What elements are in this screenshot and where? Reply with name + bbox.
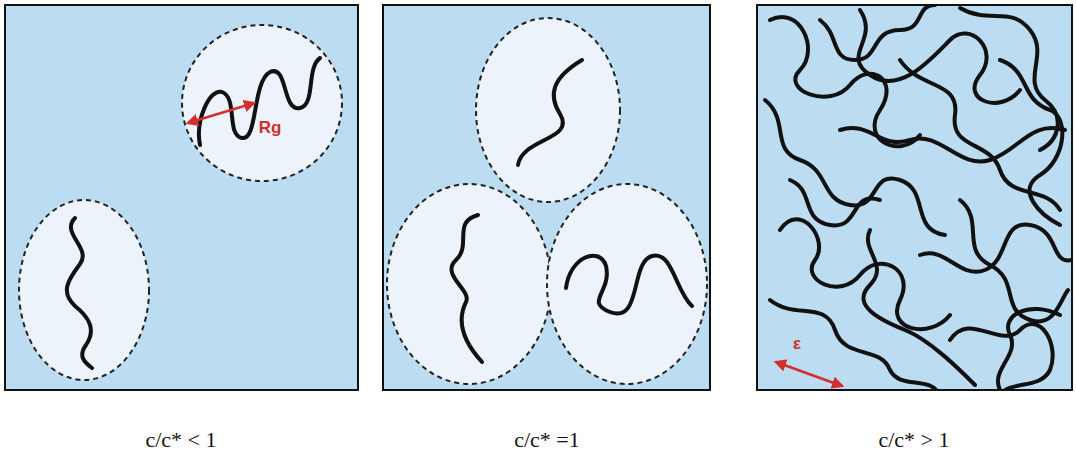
mesh-size-arrow — [776, 362, 842, 386]
polymer-chain — [67, 58, 320, 368]
panel-border — [5, 5, 358, 390]
regime-caption: c/c* > 1 — [878, 428, 949, 452]
entangled-chains — [765, 5, 1072, 390]
panel-border — [383, 5, 710, 390]
mesh-size-label: ε — [791, 335, 803, 354]
dilute-panel — [5, 5, 358, 390]
regime-caption: c/c* =1 — [514, 428, 580, 452]
regime-caption: c/c* < 1 — [145, 428, 216, 452]
coil-volume — [19, 200, 149, 380]
coil-volume — [387, 184, 551, 384]
coil-volume — [547, 184, 707, 384]
polymer-chain — [451, 60, 692, 362]
overlap-panel — [383, 5, 710, 390]
coil-volume — [476, 18, 620, 202]
radius-arrow — [188, 103, 254, 123]
panel-border — [757, 5, 1072, 390]
semidilute-panel — [757, 5, 1072, 390]
coil-volume — [182, 25, 342, 181]
radius-label: Rg — [257, 119, 284, 138]
